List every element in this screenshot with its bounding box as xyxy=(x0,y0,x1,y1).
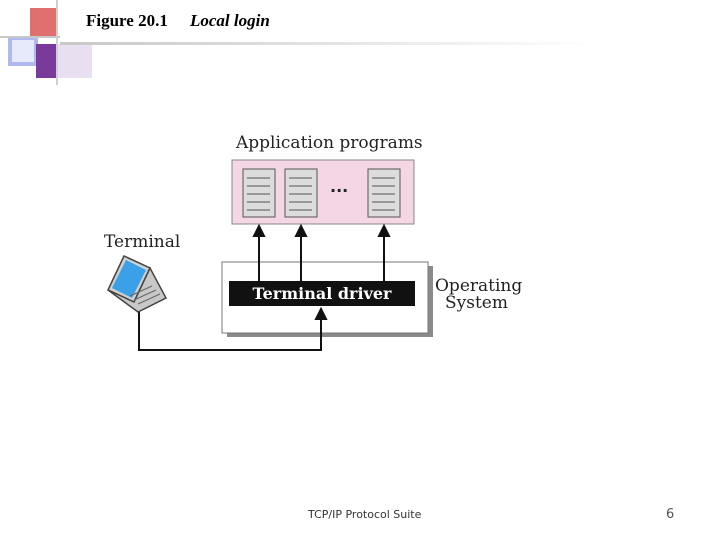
os-label-line1: Operating xyxy=(435,276,523,296)
corner-decoration xyxy=(0,0,100,85)
figure-caption: Local login xyxy=(190,11,270,30)
page-number: 6 xyxy=(666,507,675,522)
program-icon-2 xyxy=(284,168,318,218)
operating-system-label: Operating System xyxy=(435,278,522,312)
figure-number: Figure 20.1 xyxy=(86,11,168,30)
laptop-icon xyxy=(106,255,168,313)
os-label-line2: System xyxy=(445,293,508,313)
terminal-driver-bar xyxy=(229,281,415,306)
application-programs-label: Application programs xyxy=(236,133,423,153)
footer-text: TCP/IP Protocol Suite xyxy=(308,508,422,521)
program-icon-3 xyxy=(367,168,401,218)
arrows-to-programs xyxy=(252,223,391,281)
terminal-connection xyxy=(138,306,328,351)
program-icon-1 xyxy=(242,168,276,218)
ellipsis: ... xyxy=(330,177,348,196)
terminal-label: Terminal xyxy=(104,232,181,252)
title-underline xyxy=(60,42,600,45)
terminal-driver-label: Terminal driver xyxy=(252,284,392,303)
